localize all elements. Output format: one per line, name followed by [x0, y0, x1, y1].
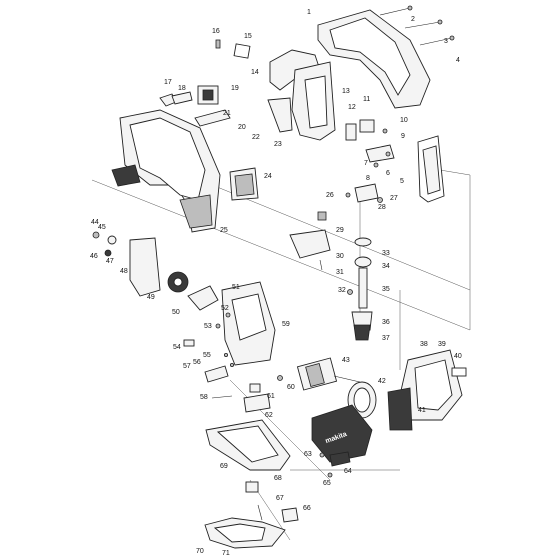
- callout-24: 24: [264, 173, 272, 180]
- armature: [296, 357, 361, 391]
- callout-11: 11: [363, 96, 370, 103]
- callout-7: 7: [364, 160, 368, 167]
- callout-27: 27: [390, 195, 398, 202]
- motor-housing: [387, 349, 467, 431]
- callout-3: 3: [444, 38, 448, 45]
- callout-33: 33: [382, 250, 390, 257]
- callout-49: 49: [147, 294, 155, 301]
- callout-18: 18: [178, 85, 186, 92]
- callout-43: 43: [342, 357, 350, 364]
- brush-holder-cover: [229, 167, 259, 201]
- callout-60: 60: [287, 384, 295, 391]
- callout-8: 8: [366, 175, 370, 182]
- callout-32: 32: [338, 287, 346, 294]
- callout-31: 31: [336, 269, 344, 276]
- lever-parts: [204, 352, 283, 413]
- callout-23: 23: [274, 141, 282, 148]
- callout-48: 48: [120, 268, 128, 275]
- callout-labels: 1 2 3 4 5 6 7 8 9 10 11 12 13 14 15 16 1…: [90, 9, 462, 557]
- gear-assembly: [92, 231, 219, 311]
- callout-35: 35: [382, 286, 390, 293]
- base-plate: [205, 419, 291, 471]
- callout-56: 56: [193, 359, 201, 366]
- cover-and-holder: [267, 49, 336, 141]
- callout-28: 28: [378, 204, 386, 211]
- gear-housing: [183, 281, 276, 366]
- callout-39: 39: [438, 341, 446, 348]
- callout-59: 59: [282, 321, 290, 328]
- callout-67: 67: [276, 495, 284, 502]
- base-fitting-parts: [245, 481, 299, 523]
- reciprocating-mechanism: [289, 211, 373, 341]
- callout-22: 22: [252, 134, 260, 141]
- callout-4: 4: [456, 57, 460, 64]
- callout-12: 12: [348, 104, 356, 111]
- callout-16: 16: [212, 28, 220, 35]
- callout-51: 51: [232, 284, 240, 291]
- callout-1: 1: [307, 9, 311, 16]
- callout-65: 65: [323, 480, 331, 487]
- assembly-guide-lines: [91, 169, 471, 541]
- left-housing: [111, 109, 221, 233]
- callout-14: 14: [251, 69, 259, 76]
- switch-components: [159, 39, 251, 127]
- callout-34: 34: [382, 263, 390, 270]
- callout-50: 50: [172, 309, 180, 316]
- blade-guide-plate: [417, 135, 445, 203]
- callout-63: 63: [304, 451, 312, 458]
- callout-42: 42: [378, 378, 386, 385]
- callout-57: 57: [183, 363, 191, 370]
- callout-71: 71: [222, 550, 230, 557]
- callout-19: 19: [231, 85, 239, 92]
- callout-41: 41: [418, 407, 426, 414]
- callout-55: 55: [203, 352, 211, 359]
- callout-6: 6: [386, 170, 390, 177]
- callout-9: 9: [401, 133, 405, 140]
- callout-21: 21: [223, 110, 231, 117]
- callout-30: 30: [336, 253, 344, 260]
- housing-screws: [379, 5, 455, 46]
- callout-64: 64: [344, 468, 352, 475]
- callout-17: 17: [164, 79, 172, 86]
- callout-46: 46: [90, 253, 98, 260]
- rear-motor-cover: makita: [311, 404, 373, 463]
- callout-13: 13: [342, 88, 350, 95]
- callout-5: 5: [400, 178, 404, 185]
- callout-52: 52: [221, 305, 229, 312]
- bracket-parts: [345, 119, 395, 168]
- housing-part: [317, 9, 431, 109]
- callout-58: 58: [200, 394, 208, 401]
- callout-40: 40: [454, 353, 462, 360]
- roller-holder-parts: [345, 183, 383, 203]
- callout-38: 38: [420, 341, 428, 348]
- callout-68: 68: [274, 475, 282, 482]
- callout-61: 61: [267, 393, 275, 400]
- callout-15: 15: [244, 33, 252, 40]
- callout-62: 62: [265, 412, 273, 419]
- callout-47: 47: [106, 258, 114, 265]
- callout-2: 2: [411, 16, 415, 23]
- callout-36: 36: [382, 319, 390, 326]
- callout-54: 54: [173, 344, 181, 351]
- cord-guard-parts: [319, 451, 351, 478]
- callout-29: 29: [336, 227, 344, 234]
- callout-10: 10: [400, 117, 408, 124]
- callout-45: 45: [98, 224, 106, 231]
- callout-37: 37: [382, 335, 390, 342]
- callout-70: 70: [196, 548, 204, 555]
- callout-25: 25: [220, 227, 228, 234]
- callout-66: 66: [303, 505, 311, 512]
- shoe-plate: [204, 517, 286, 549]
- callout-20: 20: [238, 124, 246, 131]
- callout-53: 53: [204, 323, 212, 330]
- callout-44: 44: [91, 219, 99, 226]
- callout-69: 69: [220, 463, 228, 470]
- callout-26: 26: [326, 192, 334, 199]
